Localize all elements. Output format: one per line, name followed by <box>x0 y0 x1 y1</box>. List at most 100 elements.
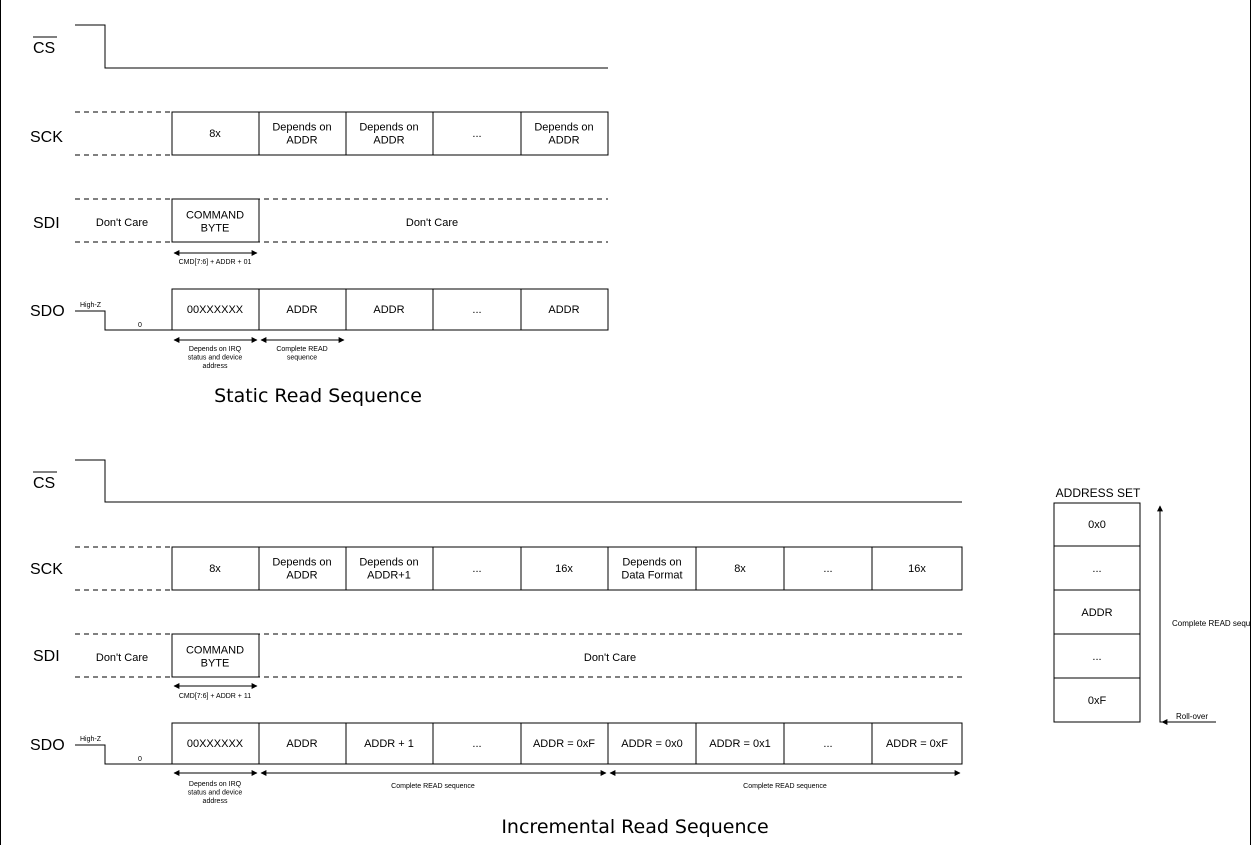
inc-sck-cell-box <box>695 546 785 591</box>
static-sdi-dont-care: Don't Care <box>406 217 458 229</box>
static-sck-cell-box <box>171 111 260 156</box>
inc-cs-label: CS <box>33 475 55 492</box>
static-cs-wave <box>75 24 608 69</box>
static-sck-cell-text: 8x <box>209 128 221 140</box>
inc-sdo-cell-box <box>258 722 347 765</box>
inc-sdo-cell-box <box>607 722 697 765</box>
inc-cs-wave <box>75 459 962 503</box>
static-sck-cell-text: ... <box>472 128 481 140</box>
address-set-cell-box <box>1053 545 1141 591</box>
inc-sdo-cell-text: ... <box>472 738 481 750</box>
static-sdi-label: SDI <box>33 215 60 232</box>
inc-sck-cell-text: 16x <box>908 563 926 575</box>
inc-sck-cell-box <box>783 546 873 591</box>
static-sdo-cell-box <box>520 288 609 331</box>
inc-sdo-cell-text: 00XXXXXX <box>187 738 244 750</box>
inc-sck-cell-box <box>520 546 609 591</box>
inc-sdo-wave <box>75 744 172 765</box>
inc-sck-cell-box <box>345 546 434 591</box>
address-set-cell-box <box>1053 589 1141 635</box>
address-set-cell: ADDR <box>1081 607 1112 619</box>
inc-sck-cell-box <box>871 546 963 591</box>
address-set-cell: 0xF <box>1088 695 1107 707</box>
inc-sdo-cell-box <box>695 722 785 765</box>
static-sdo-cell-box <box>258 288 347 331</box>
address-set-rollover-note: Roll-over <box>1176 712 1208 721</box>
static-sdo-wave <box>75 310 172 331</box>
inc-sck-cell-text: 8x <box>209 563 221 575</box>
inc-sdo-highz: High-Z <box>80 736 102 743</box>
static-sdi-command-box <box>171 198 260 243</box>
inc-sdo-cell-box <box>783 722 873 765</box>
address-set-complete-note: Complete READ sequence <box>1172 619 1251 628</box>
inc-sck-cell-text: 8x <box>734 563 746 575</box>
inc-sdi-dont-care: Don't Care <box>584 652 636 664</box>
static-sdo-cell-text: ... <box>472 304 481 316</box>
inc-cmd-note: CMD[7:6] + ADDR + 11 <box>179 693 251 700</box>
inc-title: Incremental Read Sequence <box>501 816 768 838</box>
inc-sdo-cells: 00XXXXXX ADDR ADDR + 1 ... ADDR = 0xF AD… <box>171 722 963 765</box>
inc-sdi-label: SDI <box>33 648 60 665</box>
static-sdo-cell-text: ADDR <box>286 304 317 316</box>
static-sdo-cell-box <box>345 288 434 331</box>
inc-sdo-cell-text: ADDR = 0xF <box>886 738 948 750</box>
inc-complete-note-1: Complete READ sequence <box>391 783 475 790</box>
static-sdo-cell-text: 00XXXXXX <box>187 304 244 316</box>
inc-sdo-cell-text: ADDR <box>286 738 317 750</box>
inc-sdo-label: SDO <box>30 737 65 754</box>
inc-sck-cell-box <box>171 546 260 591</box>
address-set-cell-box <box>1053 502 1141 547</box>
static-title: Static Read Sequence <box>214 385 422 407</box>
inc-sdo-cell-box <box>520 722 609 765</box>
static-sck-cell-box <box>258 111 347 156</box>
static-sck-cell-box <box>345 111 434 156</box>
inc-sdo-cell-box <box>871 722 963 765</box>
static-sdo-label: SDO <box>30 303 65 320</box>
inc-sdo-cell-text: ADDR = 0xF <box>533 738 595 750</box>
inc-sdo-cell-text: ADDR = 0x0 <box>621 738 682 750</box>
inc-sdo-cell-text: ADDR + 1 <box>364 738 414 750</box>
static-sdo-cell-text: ADDR <box>548 304 579 316</box>
static-cs-label: CS <box>33 40 55 57</box>
inc-sdo-zero: 0 <box>138 756 142 763</box>
address-set-cell: ... <box>1092 563 1101 575</box>
static-sdo-cell-box <box>432 288 522 331</box>
inc-sdo-cell-text: ADDR = 0x1 <box>709 738 770 750</box>
inc-complete-note-2: Complete READ sequence <box>743 783 827 790</box>
static-sdo-cells: 00XXXXXX ADDR ADDR ... ADDR <box>171 288 609 331</box>
address-set-cell: ... <box>1092 651 1101 663</box>
static-sdo-cell-text: ADDR <box>373 304 404 316</box>
inc-sck-cell-box <box>258 546 347 591</box>
static-cmd-note: CMD[7:6] + ADDR + 01 <box>179 259 252 266</box>
inc-sdo-cell-box <box>345 722 434 765</box>
static-sck-cell-box <box>520 111 609 156</box>
static-sdo-highz: High-Z <box>80 302 102 309</box>
static-sdo-cell-box <box>171 288 260 331</box>
address-set-cell-box <box>1053 633 1141 679</box>
inc-sdo-cell-text: ... <box>823 738 832 750</box>
address-set-rollover-line <box>1159 715 1216 723</box>
address-set-cell-box <box>1053 677 1141 723</box>
static-sck-label: SCK <box>30 129 63 146</box>
inc-sck-label: SCK <box>30 561 63 578</box>
static-sdi-dont-care-pre: Don't Care <box>96 217 148 229</box>
address-set-title: ADDRESS SET <box>1056 486 1141 500</box>
inc-sck-cell-text: ... <box>472 563 481 575</box>
